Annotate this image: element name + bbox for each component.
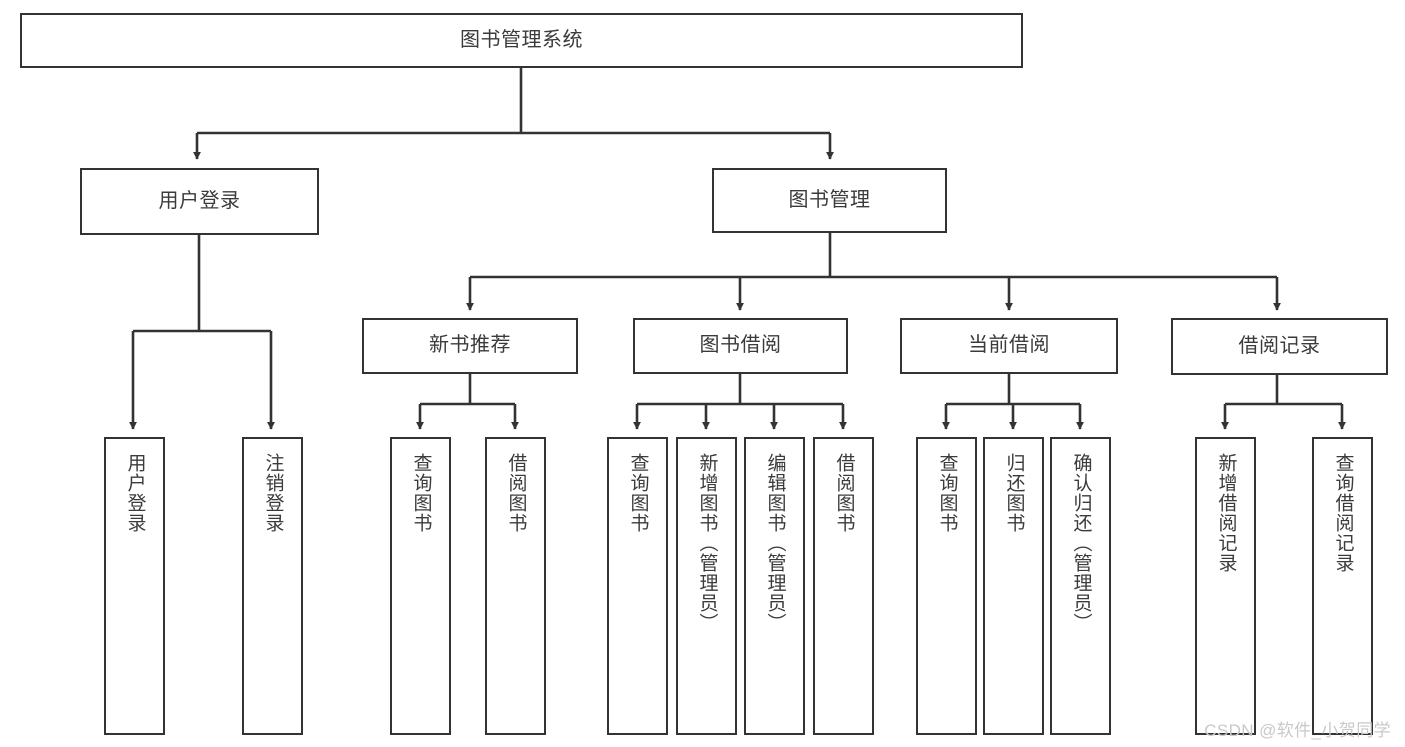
node-new-book-recommend-label: 新书推荐	[429, 334, 511, 357]
node-book-borrow-label: 图书借阅	[699, 334, 782, 357]
leaf-label: 用户登录	[124, 453, 146, 533]
leaf-book-borrow-add[interactable]: 新增图书（管理员）	[676, 437, 737, 735]
node-root[interactable]: 图书管理系统	[20, 13, 1023, 68]
leaf-label: 归还图书	[1003, 453, 1025, 533]
node-root-label: 图书管理系统	[460, 28, 583, 51]
leaf-borrow-record-query[interactable]: 查询借阅记录	[1312, 437, 1373, 735]
leaf-borrow-record-add[interactable]: 新增借阅记录	[1195, 437, 1256, 735]
leaf-book-borrow-query[interactable]: 查询图书	[607, 437, 668, 735]
leaf-book-borrow-borrow[interactable]: 借阅图书	[813, 437, 874, 735]
node-book-borrow[interactable]: 图书借阅	[633, 318, 848, 374]
leaf-current-borrow-query[interactable]: 查询图书	[916, 437, 977, 735]
node-user-login-label: 用户登录	[158, 189, 241, 212]
leaf-new-book-borrow[interactable]: 借阅图书	[485, 437, 546, 735]
leaf-label: 查询图书	[627, 453, 649, 533]
leaf-label: 借阅图书	[505, 453, 527, 533]
leaf-current-borrow-confirm-return[interactable]: 确认归还（管理员）	[1050, 437, 1111, 735]
leaf-label: 编辑图书（管理员）	[764, 453, 786, 633]
leaf-label: 查询图书	[936, 453, 958, 533]
leaf-label: 确认归还（管理员）	[1070, 453, 1092, 633]
node-current-borrow[interactable]: 当前借阅	[900, 318, 1118, 374]
leaf-label: 新增图书（管理员）	[696, 453, 718, 633]
leaf-user-login-login[interactable]: 用户登录	[104, 437, 165, 735]
node-borrow-record-label: 借阅记录	[1238, 334, 1321, 357]
leaf-label: 借阅图书	[833, 453, 855, 533]
leaf-label: 查询借阅记录	[1332, 453, 1354, 573]
leaf-book-borrow-edit[interactable]: 编辑图书（管理员）	[744, 437, 805, 735]
node-borrow-record[interactable]: 借阅记录	[1171, 318, 1388, 375]
leaf-label: 新增借阅记录	[1215, 453, 1237, 573]
leaf-label: 注销登录	[262, 453, 284, 533]
node-user-login[interactable]: 用户登录	[80, 168, 319, 235]
leaf-new-book-query[interactable]: 查询图书	[390, 437, 451, 735]
node-current-borrow-label: 当前借阅	[968, 334, 1050, 357]
leaf-current-borrow-return[interactable]: 归还图书	[983, 437, 1044, 735]
node-new-book-recommend[interactable]: 新书推荐	[362, 318, 578, 374]
leaf-label: 查询图书	[410, 453, 432, 533]
node-book-management-label: 图书管理	[788, 188, 871, 211]
leaf-user-login-logout[interactable]: 注销登录	[242, 437, 303, 735]
node-book-management[interactable]: 图书管理	[712, 168, 947, 233]
